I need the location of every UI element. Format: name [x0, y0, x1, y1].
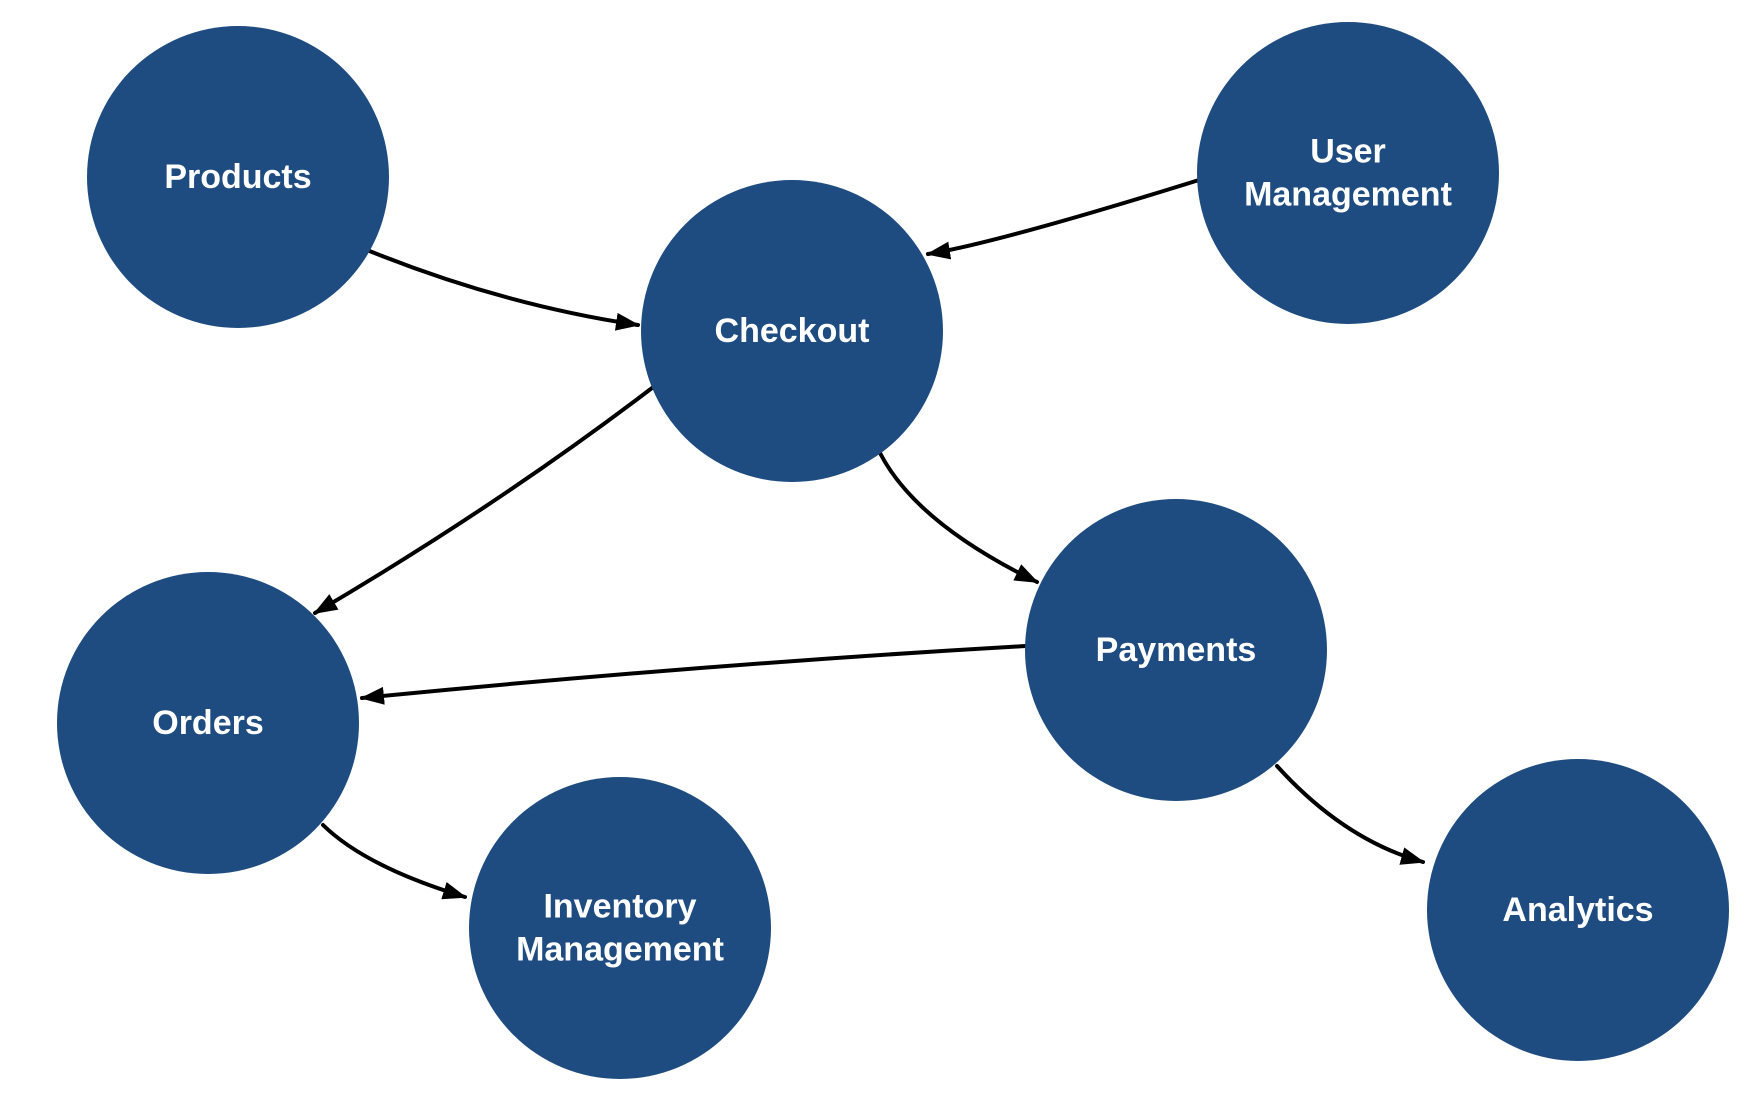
edge-products-checkout [365, 248, 640, 331]
node-circle-orders [57, 572, 359, 874]
edge-checkout-payments [878, 451, 1039, 584]
node-label-products-line-1: Products [164, 158, 311, 196]
node-checkout: Checkout [641, 180, 943, 482]
edge-orders-inventory-management [321, 823, 467, 900]
node-circle-analytics [1427, 759, 1729, 1061]
node-label-orders-line-1: Orders [152, 704, 264, 742]
node-label-user-management-line-2: Management [1244, 176, 1452, 214]
node-label-inventory-management-line-1: Inventory [543, 888, 696, 926]
node-label-user-management-line-1: User [1310, 133, 1386, 171]
node-label-checkout-line-1: Checkout [715, 312, 870, 350]
node-circle-checkout [641, 180, 943, 482]
node-products: Products [87, 26, 389, 328]
node-label-payments-line-1: Payments [1096, 631, 1257, 669]
edges-layer [313, 178, 1425, 900]
node-payments: Payments [1025, 499, 1327, 801]
node-circle-inventory-management [469, 777, 771, 1079]
node-analytics: Analytics [1427, 759, 1729, 1061]
edge-payments-analytics [1275, 764, 1425, 865]
edge-checkout-orders [313, 386, 654, 615]
edge-payments-orders [360, 644, 1028, 705]
node-circle-products [87, 26, 389, 328]
node-circle-user-management [1197, 22, 1499, 324]
nodes-layer: ProductsUserManagementCheckoutOrdersPaym… [57, 22, 1729, 1079]
edge-user-management-checkout [926, 178, 1201, 260]
node-circle-payments [1025, 499, 1327, 801]
node-label-analytics-line-1: Analytics [1502, 891, 1653, 929]
node-label-inventory-management-line-2: Management [516, 931, 724, 969]
node-orders: Orders [57, 572, 359, 874]
